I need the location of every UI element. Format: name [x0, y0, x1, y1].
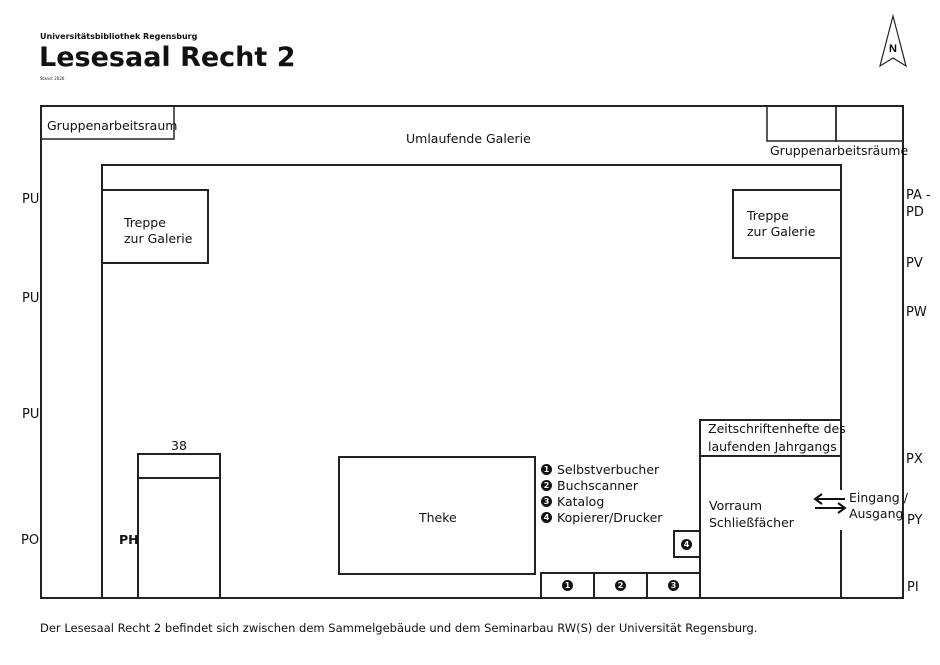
- signature-right-pd: PD: [906, 205, 924, 220]
- label-zeitschriften-2: laufenden Jahrgangs: [708, 439, 837, 454]
- gruppenarbeitsraum-box: [40, 105, 175, 140]
- page-title: Lesesaal Recht 2: [39, 42, 296, 73]
- legend-item: 1 Selbstverbucher: [541, 461, 662, 477]
- theke-counter: [338, 456, 536, 575]
- signature-left: PU: [22, 407, 40, 422]
- signature-right-pa: PA -: [906, 188, 931, 203]
- zeitschriften-box: [699, 419, 842, 598]
- gruppenarbeitsraeume-box-1: [766, 105, 837, 142]
- legend-number: 2: [541, 479, 552, 491]
- legend-label: Buchscanner: [557, 477, 639, 493]
- label-treppe-right-2: zur Galerie: [747, 224, 816, 239]
- label-treppe-right-1: Treppe: [747, 208, 789, 223]
- gruppenarbeitsraeume-box-2: [835, 105, 904, 142]
- signature-right-pi: PI: [907, 580, 919, 595]
- label-theke: Theke: [419, 510, 457, 525]
- label-zeitschriften-1: Zeitschriftenhefte des: [708, 421, 846, 436]
- shelf-38: [137, 453, 221, 599]
- footer-note: Der Lesesaal Recht 2 befindet sich zwisc…: [40, 621, 758, 635]
- legend-label: Katalog: [557, 493, 605, 509]
- north-arrow-icon: N: [879, 14, 907, 68]
- staircase-left: [101, 189, 209, 264]
- device-row: [540, 572, 701, 599]
- marker-katalog: 3: [668, 580, 679, 591]
- label-shelf-38: 38: [171, 438, 187, 453]
- signature-right-px: PX: [906, 452, 923, 467]
- label-gruppenarbeitsraeume: Gruppenarbeitsräume: [770, 143, 909, 158]
- institution-name: Universitätsbibliothek Regensburg: [40, 32, 198, 41]
- legend-item: 3 Katalog: [541, 493, 662, 509]
- label-treppe-left-2: zur Galerie: [124, 231, 193, 246]
- signature-left: PU: [22, 192, 40, 207]
- gallery-edge: [101, 164, 842, 598]
- legend-number: 4: [541, 511, 552, 523]
- label-eingang-1: Eingang /: [849, 490, 908, 505]
- label-eingang-2: Ausgang: [849, 506, 904, 521]
- marker-selbstverbucher: 1: [562, 580, 573, 591]
- legend-item: 4 Kopierer/Drucker: [541, 509, 662, 525]
- legend: 1 Selbstverbucher 2 Buchscanner 3 Katalo…: [541, 461, 662, 525]
- legend-item: 2 Buchscanner: [541, 477, 662, 493]
- outer-wall: [40, 105, 904, 599]
- legend-label: Selbstverbucher: [557, 461, 660, 477]
- marker-kopierer: 4: [681, 539, 692, 550]
- label-umlaufende-galerie: Umlaufende Galerie: [406, 131, 531, 146]
- signature-left: PU: [22, 291, 40, 306]
- legend-number: 3: [541, 495, 552, 507]
- compass-label: N: [889, 43, 897, 55]
- legend-number: 1: [541, 463, 552, 475]
- printer-box: [673, 530, 701, 558]
- label-treppe-left-1: Treppe: [124, 215, 166, 230]
- label-vorraum-2: Schließfächer: [709, 515, 794, 530]
- label-ph: PH: [119, 532, 139, 547]
- staircase-right: [732, 189, 842, 259]
- stand-date: Stand: 2026: [40, 76, 65, 81]
- label-gruppenarbeitsraum: Gruppenarbeitsraum: [47, 118, 178, 133]
- label-vorraum-1: Vorraum: [709, 498, 763, 513]
- legend-label: Kopierer/Drucker: [557, 509, 663, 525]
- entrance-arrow-icon: [813, 493, 847, 514]
- marker-buchscanner: 2: [615, 580, 626, 591]
- signature-right-pw: PW: [906, 305, 927, 320]
- signature-right-pv: PV: [906, 256, 923, 271]
- signature-right-py: PY: [907, 513, 923, 528]
- signature-left: PO: [21, 533, 40, 548]
